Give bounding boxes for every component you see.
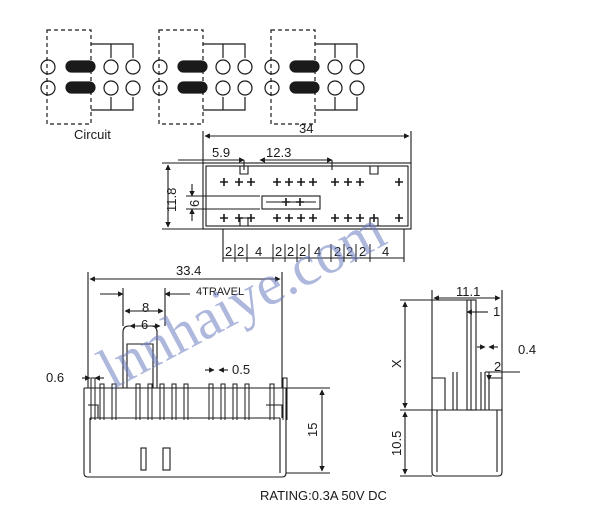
top-view-pitch-ticks xyxy=(234,244,371,262)
dim-travel: 4TRAVEL xyxy=(196,286,244,298)
pitch-label: 2 xyxy=(287,244,294,259)
pitch-label: 4 xyxy=(255,244,262,259)
dim-side-width: 11.1 xyxy=(456,284,480,299)
front-view-housing xyxy=(83,388,287,478)
front-view xyxy=(82,272,330,478)
circuit-schematic-2 xyxy=(152,29,253,125)
bottom-pitch-labels: 2 2 4 2 2 2 4 2 2 2 4 xyxy=(225,244,389,259)
dim-pitch-group: 12.3 xyxy=(266,145,291,160)
dim-side-height: 10.5 xyxy=(389,431,404,456)
dim-pin-left: 0.6 xyxy=(46,370,64,385)
circuit-schematic-1 xyxy=(40,29,141,125)
pitch-label: 2 xyxy=(237,244,244,259)
circuit-schematic-3 xyxy=(264,29,365,125)
dim-pin-pitch: 0.5 xyxy=(232,362,250,377)
dim-side-x: X xyxy=(389,359,404,368)
pitch-label: 2 xyxy=(346,244,353,259)
pitch-label: 4 xyxy=(382,244,389,259)
pitch-label: 2 xyxy=(299,244,306,259)
dim-side-pin-pitch: 2 xyxy=(494,359,501,374)
front-view-pins xyxy=(90,377,288,420)
top-view-slider xyxy=(261,195,321,210)
circuit-label: Circuit xyxy=(74,127,111,142)
dim-side-shaft: 1 xyxy=(493,304,500,319)
dim-side-pin: 0.4 xyxy=(518,342,536,357)
top-view-pins xyxy=(220,178,403,222)
pitch-label: 4 xyxy=(314,244,321,259)
pitch-label: 2 xyxy=(359,244,366,259)
dim-top-height: 11.8 xyxy=(164,188,179,212)
dim-front-inner: 6 xyxy=(141,317,148,332)
dim-front-height: 15 xyxy=(305,423,320,437)
dim-front-slot: 8 xyxy=(142,300,149,315)
side-view-housing xyxy=(431,378,503,477)
dim-left-offset: 5.9 xyxy=(212,145,230,160)
side-view xyxy=(400,290,520,477)
dim-top-inner: 6 xyxy=(187,200,202,207)
dim-overall-width: 34 xyxy=(299,121,313,136)
top-view xyxy=(162,131,412,262)
pitch-label: 2 xyxy=(334,244,341,259)
pitch-label: 2 xyxy=(275,244,282,259)
pitch-label: 2 xyxy=(225,244,232,259)
dim-front-width: 33.4 xyxy=(176,263,201,278)
rating-text: RATING:0.3A 50V DC xyxy=(260,488,387,503)
